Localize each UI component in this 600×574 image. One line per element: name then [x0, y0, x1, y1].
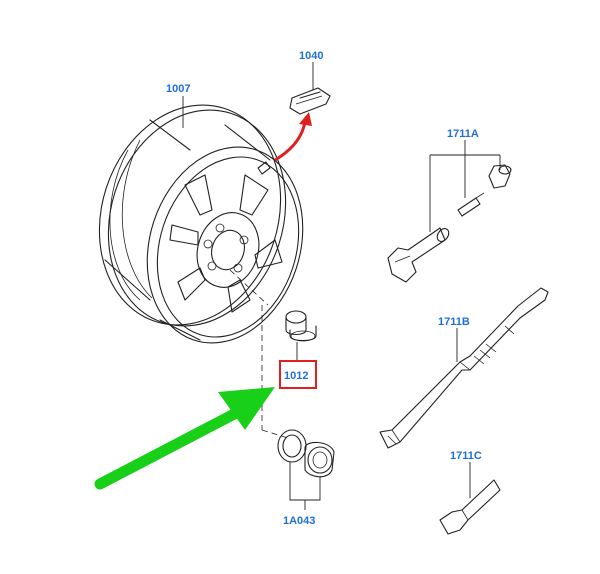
wheel-nut-1012-drawing — [285, 310, 317, 342]
callout-1012[interactable]: 1012 — [284, 370, 308, 382]
tpms-sensor-1040-drawing — [289, 87, 331, 115]
callout-1711c[interactable]: 1711C — [450, 450, 482, 462]
callout-1711b[interactable]: 1711B — [438, 316, 470, 328]
valve-tool-1711c-drawing — [439, 462, 501, 535]
red-arrow-head — [299, 112, 312, 126]
callout-1007[interactable]: 1007 — [166, 83, 190, 95]
callout-1a043[interactable]: 1A043 — [283, 515, 315, 527]
callout-1040[interactable]: 1040 — [299, 50, 323, 62]
valve-kit-1711a-drawing — [387, 140, 512, 283]
callout-1711a[interactable]: 1711A — [447, 128, 479, 140]
valve-tool-1711b-drawing — [379, 287, 549, 449]
wheel-1007-drawing — [98, 104, 304, 439]
red-arrow — [274, 121, 307, 162]
green-arrow — [94, 387, 275, 490]
highlight-box-1012 — [279, 360, 317, 389]
cap-kit-1a043-drawing — [277, 429, 335, 478]
